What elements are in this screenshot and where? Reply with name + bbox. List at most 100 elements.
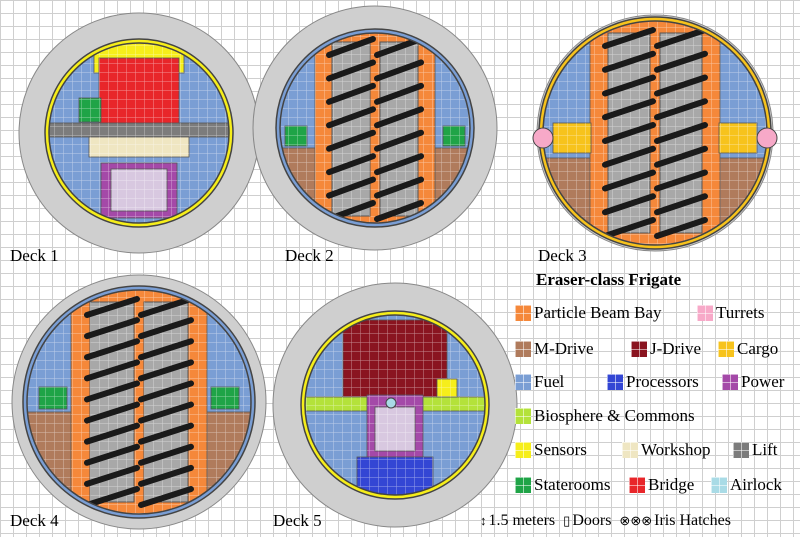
pressure-hull <box>279 32 471 224</box>
turret-left <box>532 127 554 149</box>
pressure-hull <box>26 289 252 515</box>
beam-emitter <box>84 338 140 361</box>
stateroom-left-grid <box>39 387 67 409</box>
legend-label: Staterooms <box>534 475 611 494</box>
power-swatch <box>722 374 738 390</box>
bridge-room-grid <box>99 58 179 133</box>
turrets-swatch <box>697 305 713 321</box>
deck-5-plan <box>272 282 518 528</box>
sensor-node <box>436 378 458 398</box>
beam-emitter <box>326 59 376 82</box>
legend-item-airlock: Airlock <box>711 474 782 496</box>
staterooms-swatch <box>515 477 531 493</box>
left-beam-bay <box>602 27 656 239</box>
legend-item-m-drive: M-Drive <box>515 338 593 360</box>
bridge-swatch <box>629 477 645 493</box>
stateroom-left <box>38 386 68 410</box>
lift-corridor-grid <box>49 123 229 137</box>
lift-corridor <box>49 122 229 138</box>
legend-label: M-Drive <box>534 339 594 358</box>
beam-emitter <box>138 443 194 466</box>
deck-interior <box>280 33 470 223</box>
iris-text: Iris Hatches <box>654 512 731 529</box>
m-drive-swatch <box>515 341 531 357</box>
deck-1-plan <box>18 12 260 254</box>
beam-emitter <box>374 200 424 222</box>
legend-label: Bridge <box>648 475 695 494</box>
beam-emitter <box>84 317 140 340</box>
beam-emitter <box>602 169 656 192</box>
legend-item-fuel: Fuel <box>515 371 564 393</box>
bridge-room <box>98 57 180 134</box>
stateroom-right <box>210 386 240 410</box>
workshop-room <box>88 136 190 158</box>
beam-emitter <box>84 401 140 424</box>
power-core <box>374 406 416 452</box>
beam-emitter <box>326 106 376 129</box>
beam-emitter <box>374 153 424 176</box>
beam-emitter <box>138 422 194 445</box>
beam-emitter <box>374 82 424 105</box>
iris-hatch-icon: ⊗⊗⊗ <box>619 513 653 528</box>
deck-interior <box>49 43 229 223</box>
legend-label: Workshop <box>641 440 711 459</box>
legend-label: Particle Beam Bay <box>534 303 662 322</box>
beam-emitter <box>326 129 376 152</box>
legend-item-workshop: Workshop <box>622 439 710 461</box>
beam-emitter <box>84 422 140 445</box>
scale-note: ↕ 1.5 meters <box>480 512 555 530</box>
cargo-right-grid <box>719 123 757 153</box>
power-core-grid <box>375 407 415 451</box>
beam-emitter <box>138 359 194 382</box>
left-beam-bay <box>326 36 376 222</box>
beam-emitter <box>654 27 708 49</box>
beam-emitter <box>374 129 424 152</box>
fuel-swatch <box>515 374 531 390</box>
beam-emitter <box>138 486 194 508</box>
right-beam-bay <box>374 36 424 222</box>
deck-5-label: Deck 5 <box>273 511 322 530</box>
legend-label: Fuel <box>534 372 565 391</box>
beam-emitter <box>374 59 424 82</box>
beam-emitter <box>654 98 708 121</box>
left-beam-bay <box>84 296 140 508</box>
stateroom-grid <box>79 98 101 122</box>
beam-emitter <box>654 169 708 192</box>
deck-2-plan <box>252 5 498 251</box>
beam-emitter <box>84 486 140 508</box>
power-core-grid <box>111 169 167 211</box>
beam-emitter <box>84 443 140 466</box>
stateroom-right-grid <box>443 126 465 146</box>
cargo-left-grid <box>553 123 591 153</box>
legend-item-lift: Lift <box>733 439 778 461</box>
beam-emitter <box>326 153 376 176</box>
pressure-hull <box>304 314 486 496</box>
legend-item-power: Power <box>722 371 784 393</box>
legend-label: Turrets <box>716 303 765 322</box>
beam-emitter <box>602 193 656 216</box>
beam-emitter <box>84 380 140 403</box>
legend-label: Processors <box>626 372 699 391</box>
beam-emitter <box>138 464 194 487</box>
beam-emitter <box>654 145 708 168</box>
doors-note: ▯ Doors <box>563 512 611 530</box>
legend-label: J-Drive <box>650 339 701 358</box>
processors <box>356 456 434 495</box>
beam-emitter <box>602 122 656 144</box>
beam-emitter <box>602 50 656 73</box>
beam-emitter <box>374 106 424 129</box>
beam-emitter <box>138 317 194 340</box>
beam-emitter <box>138 296 194 318</box>
legend-item-sensors: Sensors <box>515 439 587 461</box>
stateroom-right <box>442 125 466 147</box>
sensor-node-grid <box>437 379 457 397</box>
particle-beam-bay-swatch <box>515 305 531 321</box>
legend-label: Power <box>741 372 785 391</box>
legend-label: Cargo <box>737 339 779 358</box>
scale-arrow-icon: ↕ <box>480 513 487 528</box>
deck-3-label: Deck 3 <box>538 246 587 265</box>
j-drive-grid <box>343 320 447 398</box>
deck-2-label: Deck 2 <box>285 246 334 265</box>
ship-title: Eraser-class Frigate <box>536 270 682 289</box>
